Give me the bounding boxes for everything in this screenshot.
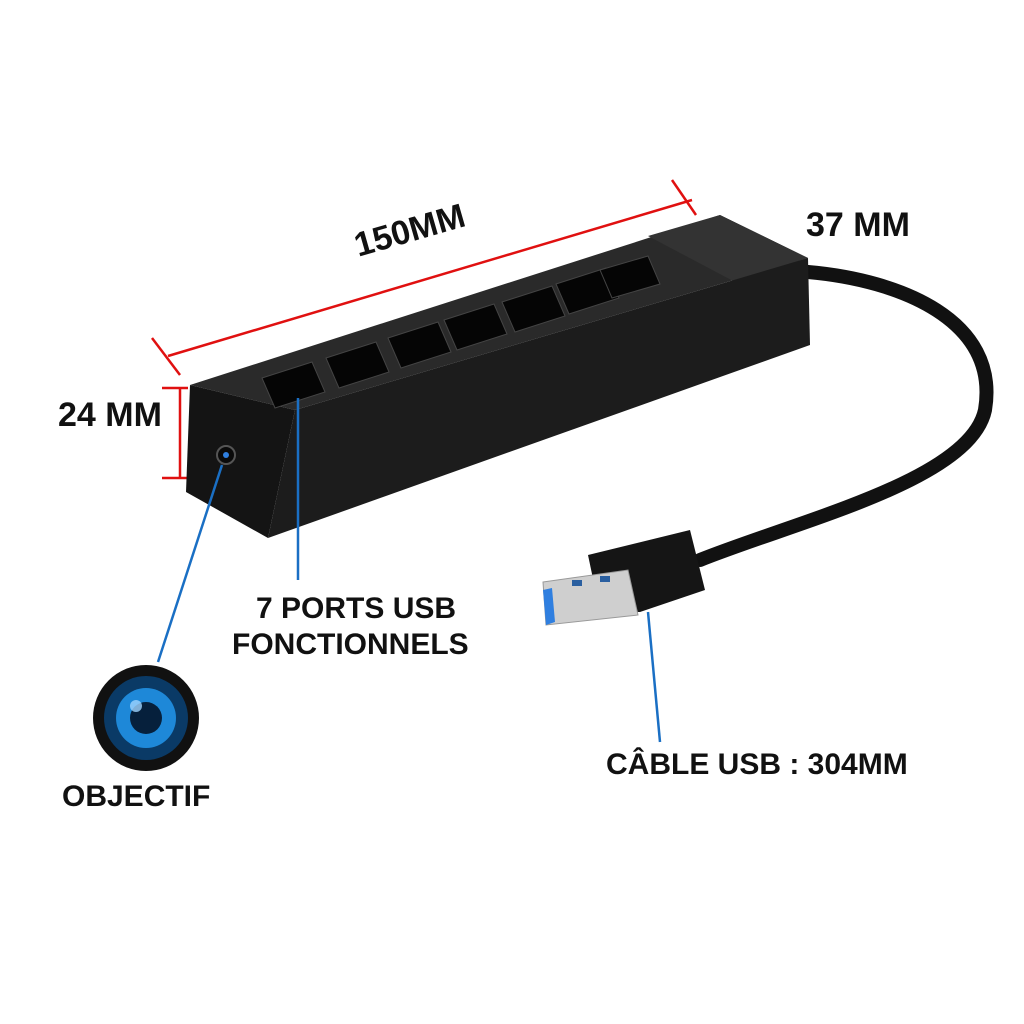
usb-plug <box>542 530 705 626</box>
callout-lines <box>156 398 662 743</box>
width-label: 37 MM <box>806 206 910 244</box>
usb-cable <box>693 265 994 567</box>
length-dimension-line <box>151 179 698 376</box>
height-label: 24 MM <box>58 396 162 434</box>
ports-label-line1: 7 PORTS USB <box>256 592 457 625</box>
height-dimension-line <box>162 386 188 480</box>
lens-label: OBJECTIF <box>62 780 211 813</box>
usb-ports <box>261 255 661 409</box>
cable-label: CÂBLE USB : 304MM <box>606 748 908 781</box>
lens-icon <box>93 665 199 771</box>
ports-label-line2: FONCTIONNELS <box>232 628 469 661</box>
usb-hub <box>186 215 810 538</box>
